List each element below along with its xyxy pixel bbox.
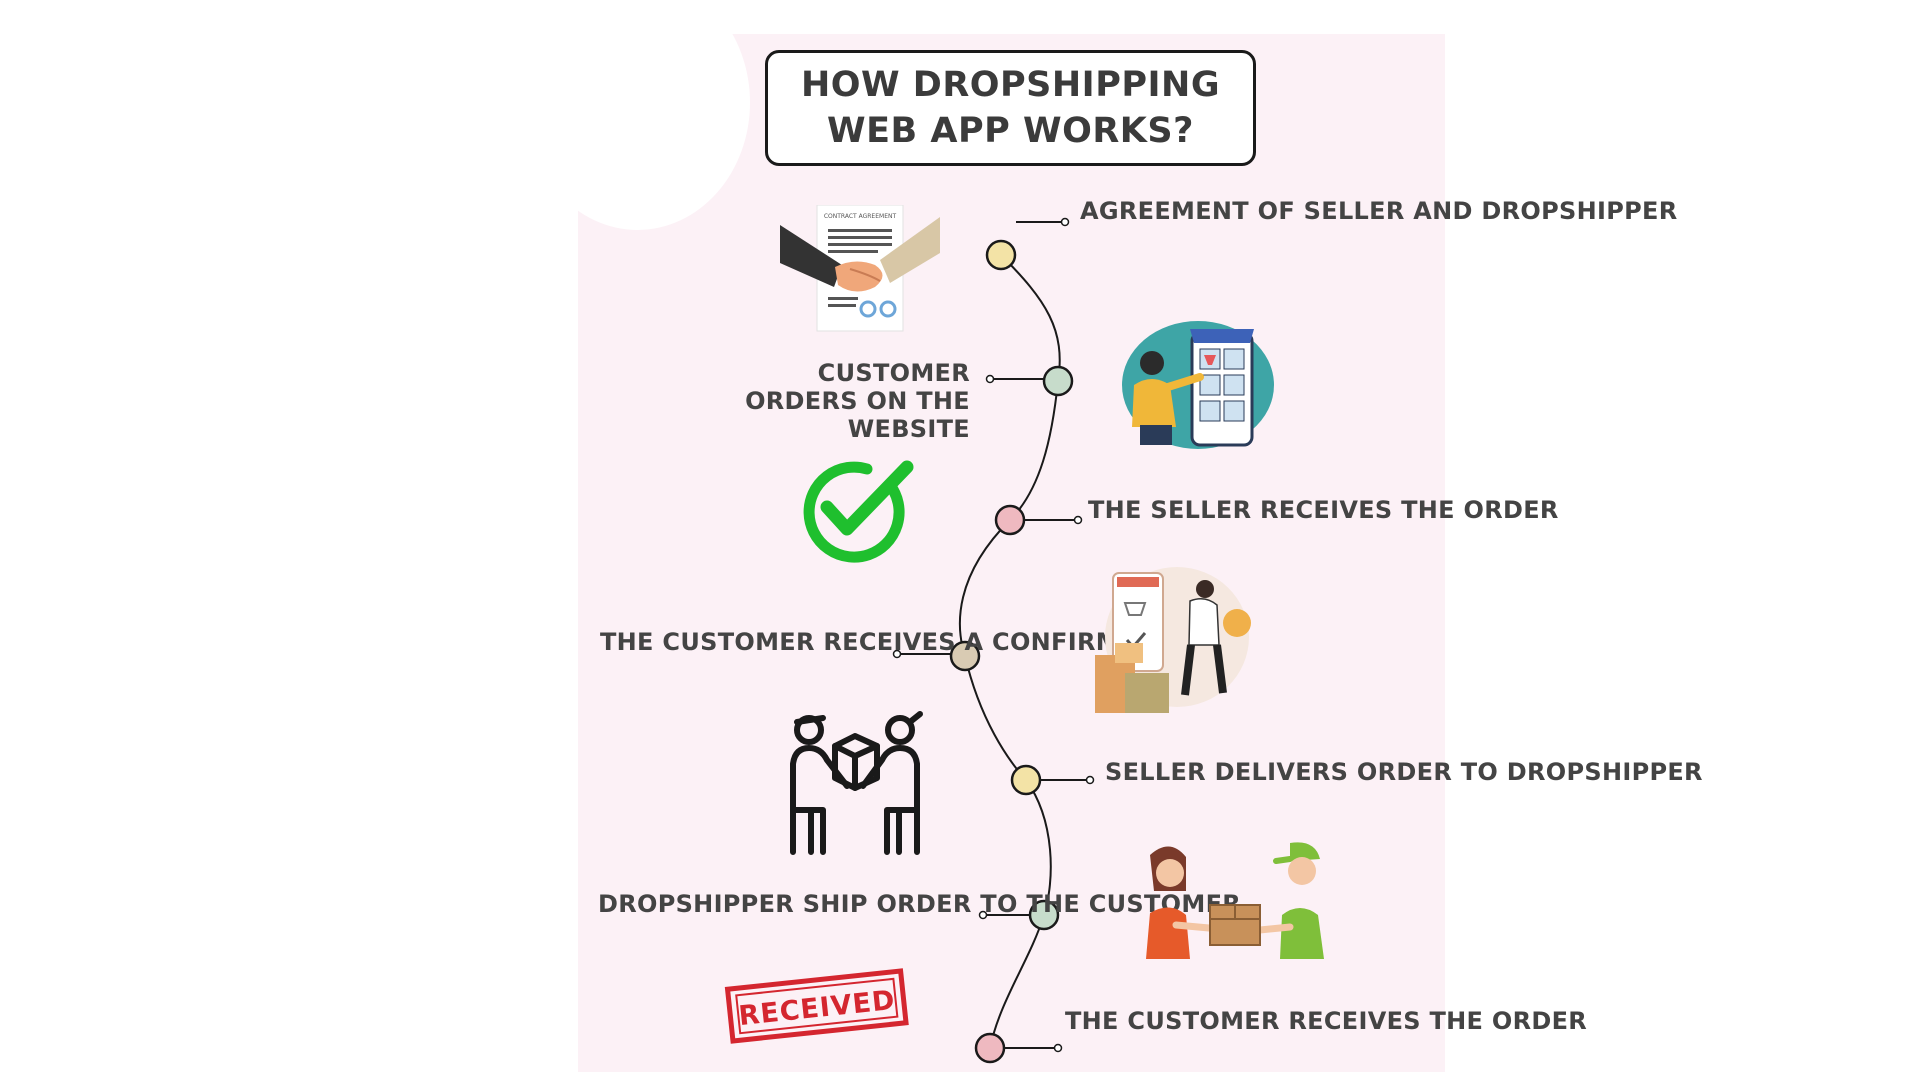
nodes bbox=[949, 239, 1074, 1064]
handover-package-icon bbox=[790, 711, 923, 855]
seller-receives-order-illustration bbox=[1095, 567, 1251, 713]
step-label-3: THE SELLER RECEIVES THE ORDER bbox=[1088, 496, 1559, 524]
background-panel bbox=[578, 34, 1445, 1072]
timeline-node-4 bbox=[949, 640, 981, 672]
title-box: HOW DROPSHIPPING WEB APP WORKS? bbox=[765, 50, 1256, 166]
connector-end-dot-4 bbox=[892, 649, 902, 659]
connector-end-dot-2 bbox=[985, 374, 995, 384]
step-label-1: AGREEMENT OF SELLER AND DROPSHIPPER bbox=[1080, 197, 1678, 225]
received-stamp: RECEIVED bbox=[724, 968, 909, 1044]
online-order-illustration bbox=[1122, 321, 1274, 449]
check-circle-icon bbox=[803, 460, 914, 563]
timeline-node-5 bbox=[1010, 764, 1042, 796]
connector-end-dot-5 bbox=[1085, 775, 1095, 785]
connectors bbox=[892, 217, 1095, 1053]
step-label-2: CUSTOMER ORDERS ON THE WEBSITE bbox=[745, 359, 970, 443]
timeline-node-2 bbox=[1042, 365, 1074, 397]
handshake-contract-illustration: CONTRACT AGREEMENT bbox=[780, 205, 940, 332]
contract-doc-text: CONTRACT AGREEMENT bbox=[824, 213, 897, 220]
step-label-6: DROPSHIPPER SHIP ORDER TO THE CUSTOMER bbox=[598, 890, 1242, 918]
page-title: HOW DROPSHIPPING WEB APP WORKS? bbox=[800, 65, 1221, 151]
package-delivery-illustration bbox=[1146, 842, 1324, 959]
decorative-blob bbox=[525, 0, 750, 230]
timeline-node-3 bbox=[994, 504, 1026, 536]
step-label-5: SELLER DELIVERS ORDER TO DROPSHIPPER bbox=[1105, 758, 1703, 786]
connector-end-dot-3 bbox=[1073, 515, 1083, 525]
step-label-7: THE CUSTOMER RECEIVES THE ORDER bbox=[1065, 1007, 1588, 1035]
timeline-node-7 bbox=[974, 1032, 1006, 1064]
connector-end-dot-6 bbox=[978, 910, 988, 920]
step-label-4: THE CUSTOMER RECEIVES A CONFIRMATION bbox=[600, 628, 1204, 656]
connector-end-dot-7 bbox=[1053, 1043, 1063, 1053]
timeline-node-1 bbox=[985, 239, 1017, 271]
connector-end-dot-1 bbox=[1060, 217, 1070, 227]
timeline-node-6 bbox=[1028, 899, 1060, 931]
